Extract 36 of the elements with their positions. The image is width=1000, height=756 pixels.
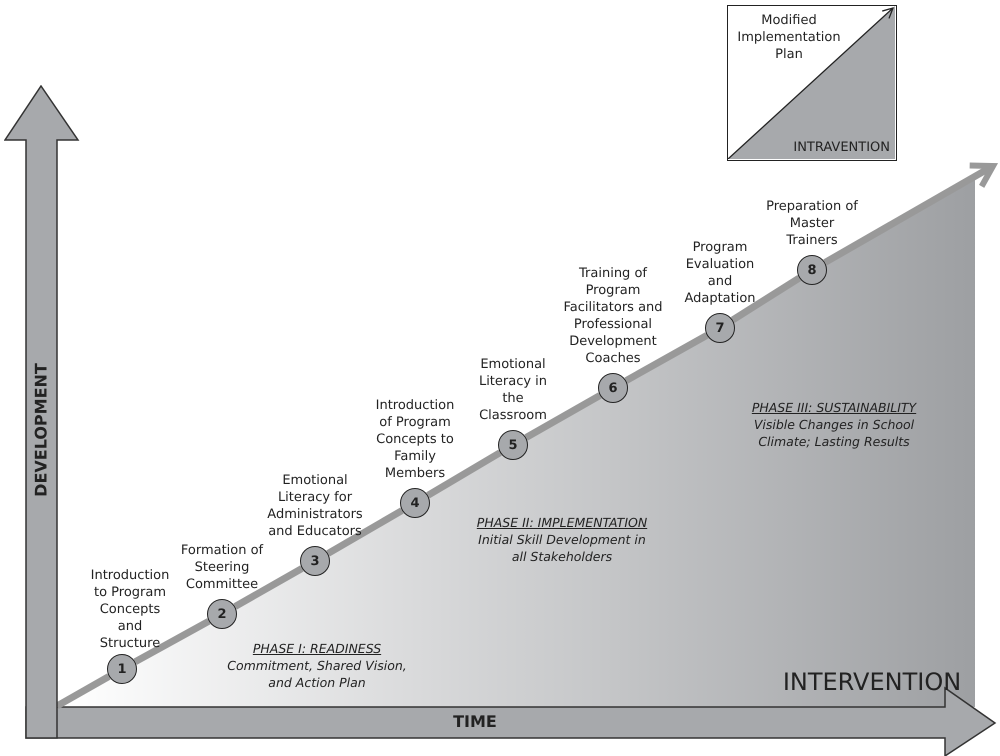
- phase-heading: PHASE II: IMPLEMENTATION: [476, 514, 648, 531]
- connector-line: [823, 162, 996, 266]
- connector-line: [524, 392, 602, 441]
- axis-label: DEVELOPMENT: [32, 363, 50, 497]
- phase-description: Visible Changes in School Climate; Lasting Results: [752, 416, 916, 450]
- connector-line: [233, 565, 304, 610]
- step-description: Formation of Steering Committee: [180, 542, 264, 593]
- step-circle: 3: [300, 546, 330, 576]
- connector-line: [730, 275, 802, 323]
- phase-heading: PHASE I: READINESS: [252, 640, 382, 657]
- vertical-axis-arrow: [4, 85, 80, 739]
- step-description: Introduction of Program Concepts to Family Members: [374, 397, 456, 482]
- inset-label: INTRAVENTION: [793, 139, 890, 156]
- axis-label: TIME: [453, 712, 497, 731]
- step-description: Emotional Literacy in the Classroom: [478, 356, 548, 424]
- connector-line: [426, 450, 502, 498]
- connector-line: [326, 508, 404, 556]
- phase-description: Commitment, Shared Vision, and Action Plan: [227, 657, 407, 691]
- region-label: INTERVENTION: [782, 668, 962, 696]
- step-circle: 7: [705, 313, 735, 343]
- connector-line: [133, 618, 211, 665]
- step-description: Program Evaluation and Adaptation: [683, 239, 757, 307]
- step-description: Preparation of Master Trainers: [765, 198, 860, 249]
- step-circle: 4: [400, 488, 430, 518]
- step-description: Training of Program Facilitators and Professional Development Coaches: [562, 265, 664, 367]
- step-description: Emotional Literacy for Administrators and Educators: [266, 472, 364, 540]
- phase-heading: PHASE III: SUSTAINABILITY: [750, 399, 918, 416]
- step-circle: 2: [207, 599, 237, 629]
- step-circle: 1: [107, 654, 137, 684]
- connector-line: [624, 332, 709, 384]
- step-description: Introduction to Program Concepts and Structure: [90, 567, 170, 652]
- step-circle: 8: [797, 255, 827, 285]
- step-circle: 6: [598, 373, 628, 403]
- phase-description: Initial Skill Development in all Stakeholders: [478, 531, 646, 565]
- inset-heading: Modified Implementation Plan: [736, 12, 842, 63]
- step-circle: 5: [498, 430, 528, 460]
